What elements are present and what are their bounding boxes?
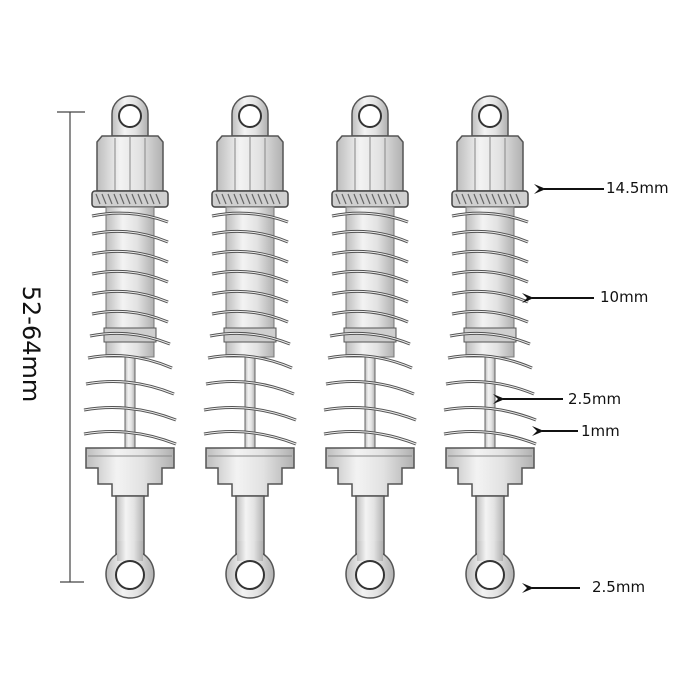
shock-absorber-1 (82, 94, 178, 600)
overall-length-dimension-line (57, 111, 85, 583)
shock-absorber-4 (442, 94, 538, 600)
annotation-shaft-diameter: 2.5mm (568, 390, 622, 408)
annotation-end-hole: 2.5mm (592, 578, 646, 596)
annotation-spring-wire: 1mm (581, 422, 620, 440)
overall-length-label: 52-64mm (17, 285, 45, 403)
annotation-body-top: 14.5mm (606, 179, 669, 197)
annotation-body-diameter: 10mm (600, 288, 649, 306)
shock-absorber-2 (202, 94, 298, 600)
shock-absorber-3 (322, 94, 418, 600)
